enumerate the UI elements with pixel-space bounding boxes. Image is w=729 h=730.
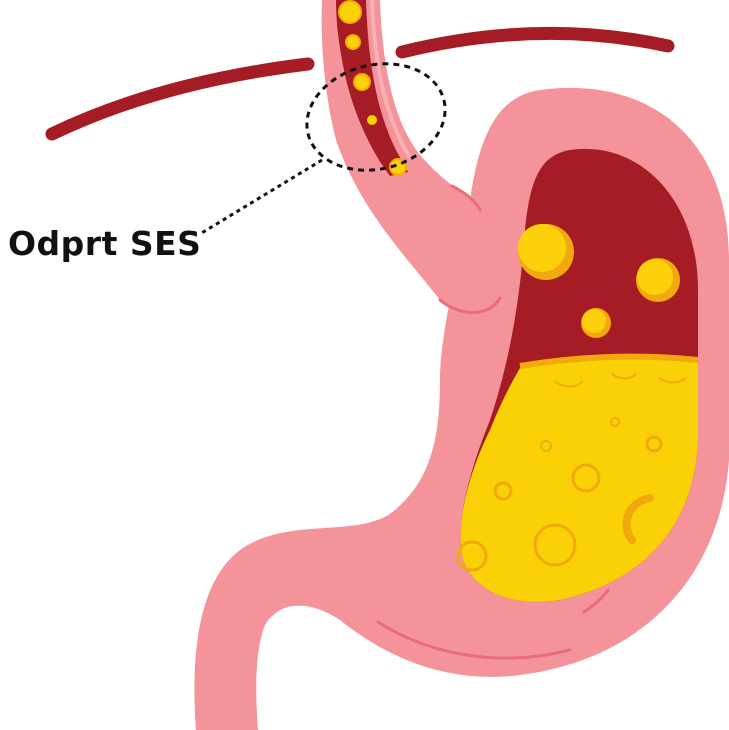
esophagus-bubble — [346, 35, 360, 49]
diaphragm-left — [52, 64, 308, 134]
esophagus-bubble — [354, 74, 370, 90]
callout-leader-line — [200, 160, 322, 234]
diaphragm-right — [402, 33, 668, 52]
esophagus-bubble — [367, 115, 377, 125]
sphincter-label: Odprt SES — [8, 224, 201, 263]
cavity-bubble — [582, 309, 606, 333]
esophagus-bubble — [339, 1, 361, 23]
cavity-bubble — [637, 259, 673, 295]
cavity-bubble — [518, 224, 566, 272]
